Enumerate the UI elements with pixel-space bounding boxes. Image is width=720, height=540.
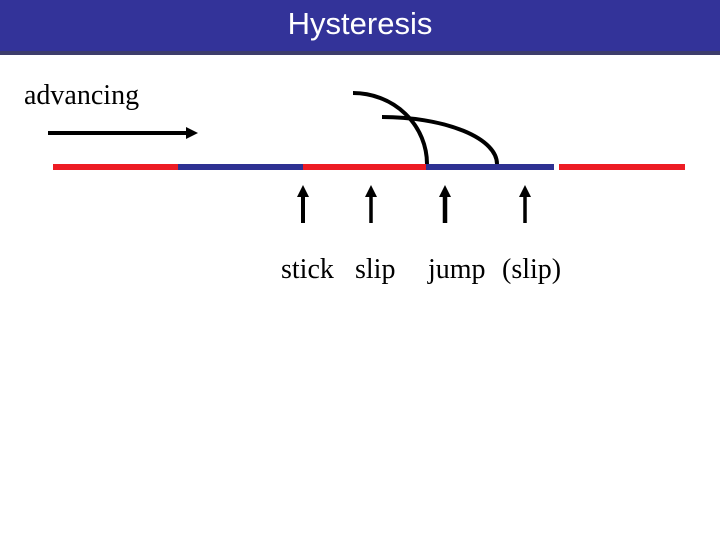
advancing-label: advancing	[24, 80, 140, 111]
slide-title-bar: Hysteresis	[0, 0, 720, 55]
surface-line	[53, 164, 685, 170]
event-label-stick: stick	[281, 254, 334, 285]
slide-title: Hysteresis	[287, 5, 433, 41]
surface-segment-blue-2	[426, 164, 554, 170]
surface-segment-blue-1	[178, 164, 303, 170]
surface-segment-red-1	[53, 164, 178, 170]
event-arrows	[297, 185, 531, 223]
contact-line-arc-shallow	[381, 115, 499, 165]
surface-segment-red-2	[303, 164, 426, 170]
surface-segment-red-3	[559, 164, 685, 170]
event-label-jump: jump	[428, 254, 486, 285]
event-label-slip-paren: (slip)	[502, 254, 562, 285]
contact-line-arc-steep	[352, 91, 429, 165]
event-label-slip: slip	[355, 254, 396, 285]
